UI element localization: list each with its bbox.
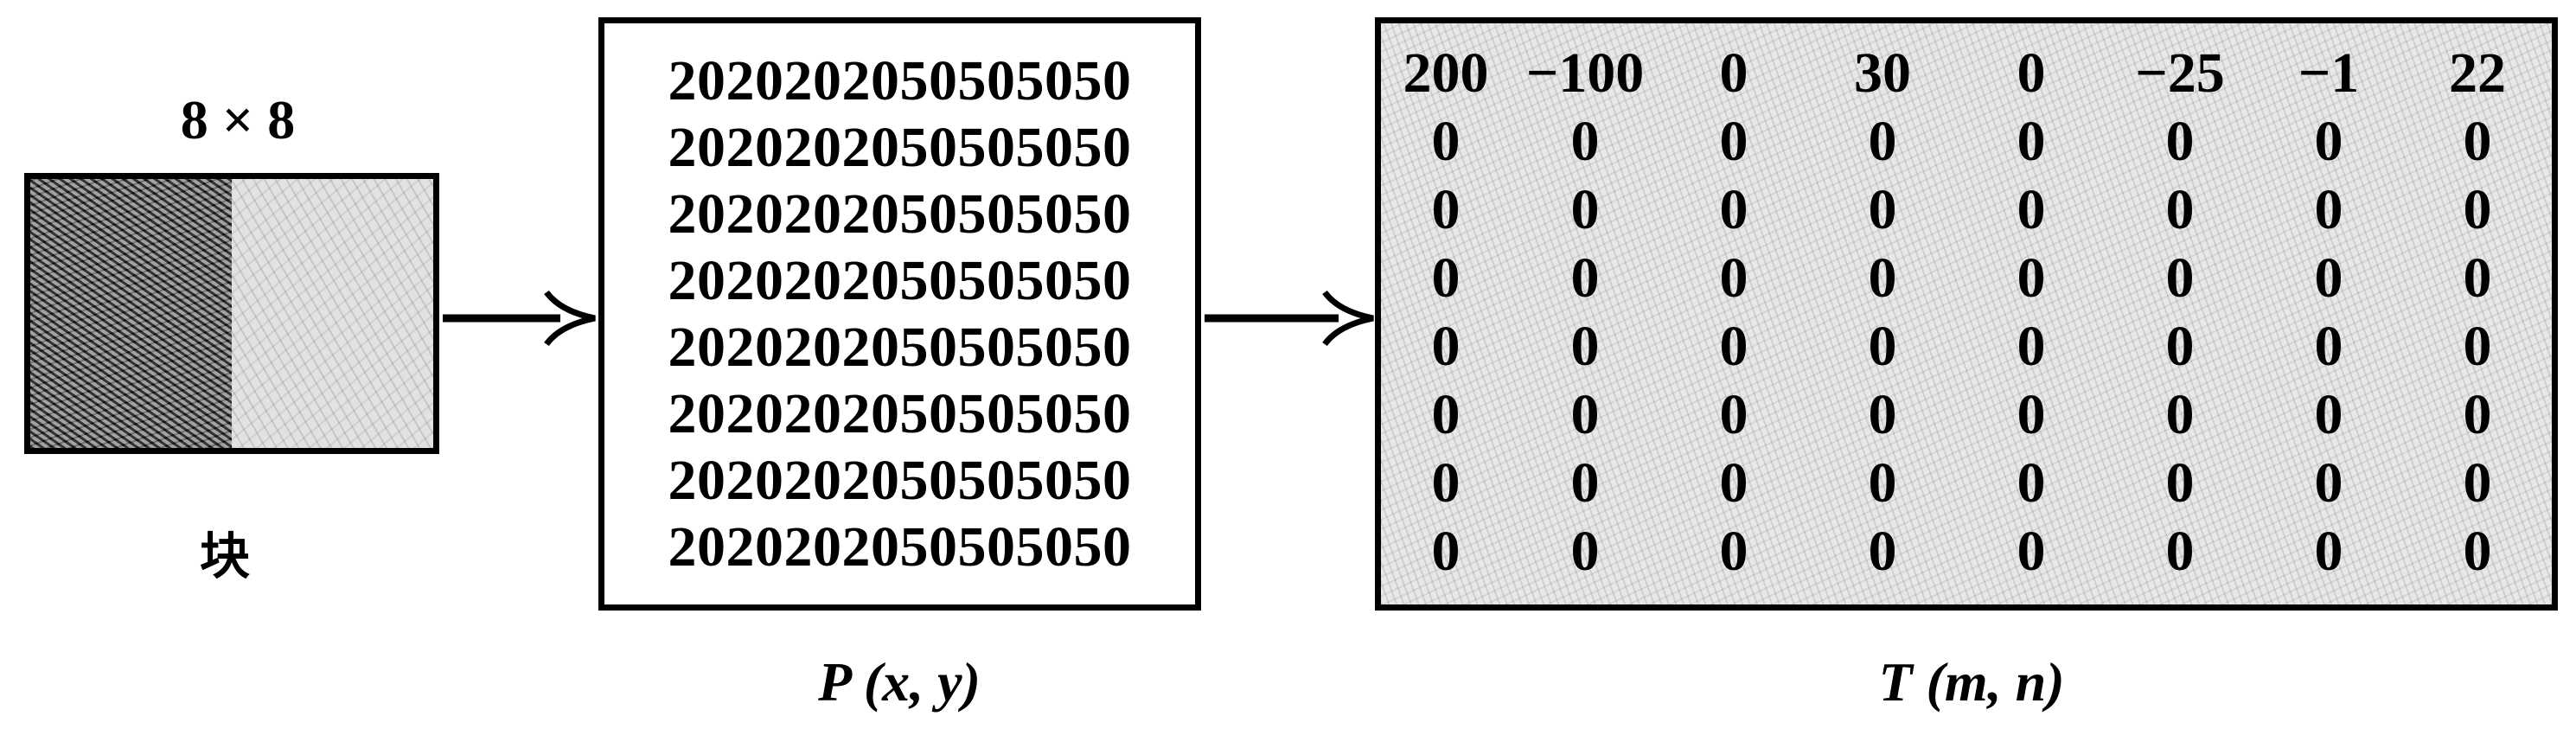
- matrix-cell: 0: [1868, 451, 1897, 515]
- matrix-cell: 0: [2463, 451, 2492, 515]
- matrix-cell: 22: [2449, 42, 2506, 105]
- matrix-cell: 0: [1431, 110, 1461, 173]
- matrix-cell: 0: [1719, 110, 1748, 173]
- matrix-cell: 0: [2314, 246, 2343, 310]
- matrix-cell: 0: [1719, 451, 1748, 515]
- matrix-cell: 0: [2017, 42, 2046, 105]
- matrix-cell: −1: [2298, 42, 2360, 105]
- image-block: [24, 173, 439, 454]
- matrix-cell: 0: [2017, 315, 2046, 378]
- pixel-matrix-caption: P (x, y): [818, 651, 981, 713]
- matrix-cell: 0: [2463, 110, 2492, 173]
- matrix-cell: 0: [1719, 383, 1748, 446]
- pixel-row: 2020202050505050: [668, 249, 1132, 312]
- matrix-cell: 0: [1719, 42, 1748, 105]
- matrix-cell: 0: [2463, 246, 2492, 310]
- matrix-cell: 0: [2017, 451, 2046, 515]
- matrix-cell: 0: [1868, 315, 1897, 378]
- matrix-cell: 0: [2017, 520, 2046, 583]
- matrix-cell: 0: [2314, 110, 2343, 173]
- pixel-matrix-box: 2020202050505050 2020202050505050 202020…: [598, 17, 1201, 611]
- block-size-label: 8 × 8: [180, 89, 296, 150]
- pixel-row: 2020202050505050: [668, 182, 1132, 246]
- transform-matrix-caption: T (m, n): [1878, 651, 2065, 713]
- arrow-p-to-t: [1205, 290, 1374, 347]
- matrix-cell: 30: [1854, 42, 1911, 105]
- matrix-cell: 0: [1868, 520, 1897, 583]
- matrix-cell: 0: [1570, 520, 1600, 583]
- matrix-cell: 200: [1403, 42, 1489, 105]
- matrix-cell: −25: [2135, 42, 2225, 105]
- pixel-row: 2020202050505050: [668, 449, 1132, 512]
- matrix-cell: 0: [2463, 315, 2492, 378]
- block-light-half: [232, 179, 433, 448]
- pixel-row: 2020202050505050: [668, 116, 1132, 179]
- matrix-cell: 0: [1719, 178, 1748, 241]
- pixel-row: 2020202050505050: [668, 515, 1132, 579]
- matrix-cell: 0: [2463, 520, 2492, 583]
- matrix-cell: 0: [2463, 383, 2492, 446]
- matrix-cell: 0: [1719, 520, 1748, 583]
- arrow-block-to-p: [443, 290, 596, 347]
- matrix-cell: 0: [2165, 178, 2195, 241]
- matrix-cell: 0: [1570, 383, 1600, 446]
- matrix-cell: 0: [1431, 315, 1461, 378]
- matrix-cell: 0: [1719, 246, 1748, 310]
- matrix-cell: 0: [2017, 178, 2046, 241]
- matrix-cell: −100: [1525, 42, 1645, 105]
- matrix-cell: 0: [1868, 383, 1897, 446]
- matrix-cell: 0: [2314, 315, 2343, 378]
- matrix-cell: 0: [2165, 383, 2195, 446]
- matrix-cell: 0: [1719, 315, 1748, 378]
- matrix-cell: 0: [2017, 246, 2046, 310]
- block-dark-half: [30, 179, 232, 448]
- matrix-cell: 0: [1431, 383, 1461, 446]
- matrix-cell: 0: [2165, 520, 2195, 583]
- matrix-cell: 0: [1431, 246, 1461, 310]
- matrix-cell: 0: [1868, 110, 1897, 173]
- matrix-cell: 0: [2165, 451, 2195, 515]
- matrix-cell: 0: [1570, 246, 1600, 310]
- matrix-cell: 0: [2165, 246, 2195, 310]
- matrix-cell: 0: [2017, 383, 2046, 446]
- matrix-cell: 0: [2314, 520, 2343, 583]
- matrix-cell: 0: [2314, 178, 2343, 241]
- matrix-cell: 0: [1431, 451, 1461, 515]
- matrix-cell: 0: [1570, 110, 1600, 173]
- matrix-cell: 0: [2463, 178, 2492, 241]
- pixel-row: 2020202050505050: [668, 382, 1132, 445]
- block-caption: 块: [199, 527, 250, 585]
- pixel-row: 2020202050505050: [668, 49, 1132, 112]
- matrix-cell: 0: [1570, 451, 1600, 515]
- matrix-cell: 0: [2165, 315, 2195, 378]
- matrix-cell: 0: [1431, 178, 1461, 241]
- matrix-cell: 0: [2017, 110, 2046, 173]
- matrix-cell: 0: [2314, 383, 2343, 446]
- pixel-row: 2020202050505050: [668, 316, 1132, 379]
- matrix-cell: 0: [2314, 451, 2343, 515]
- matrix-cell: 0: [1431, 520, 1461, 583]
- matrix-cell: 0: [1868, 246, 1897, 310]
- matrix-cell: 0: [1570, 178, 1600, 241]
- matrix-cell: 0: [1868, 178, 1897, 241]
- matrix-cell: 0: [1570, 315, 1600, 378]
- matrix-cell: 0: [2165, 110, 2195, 173]
